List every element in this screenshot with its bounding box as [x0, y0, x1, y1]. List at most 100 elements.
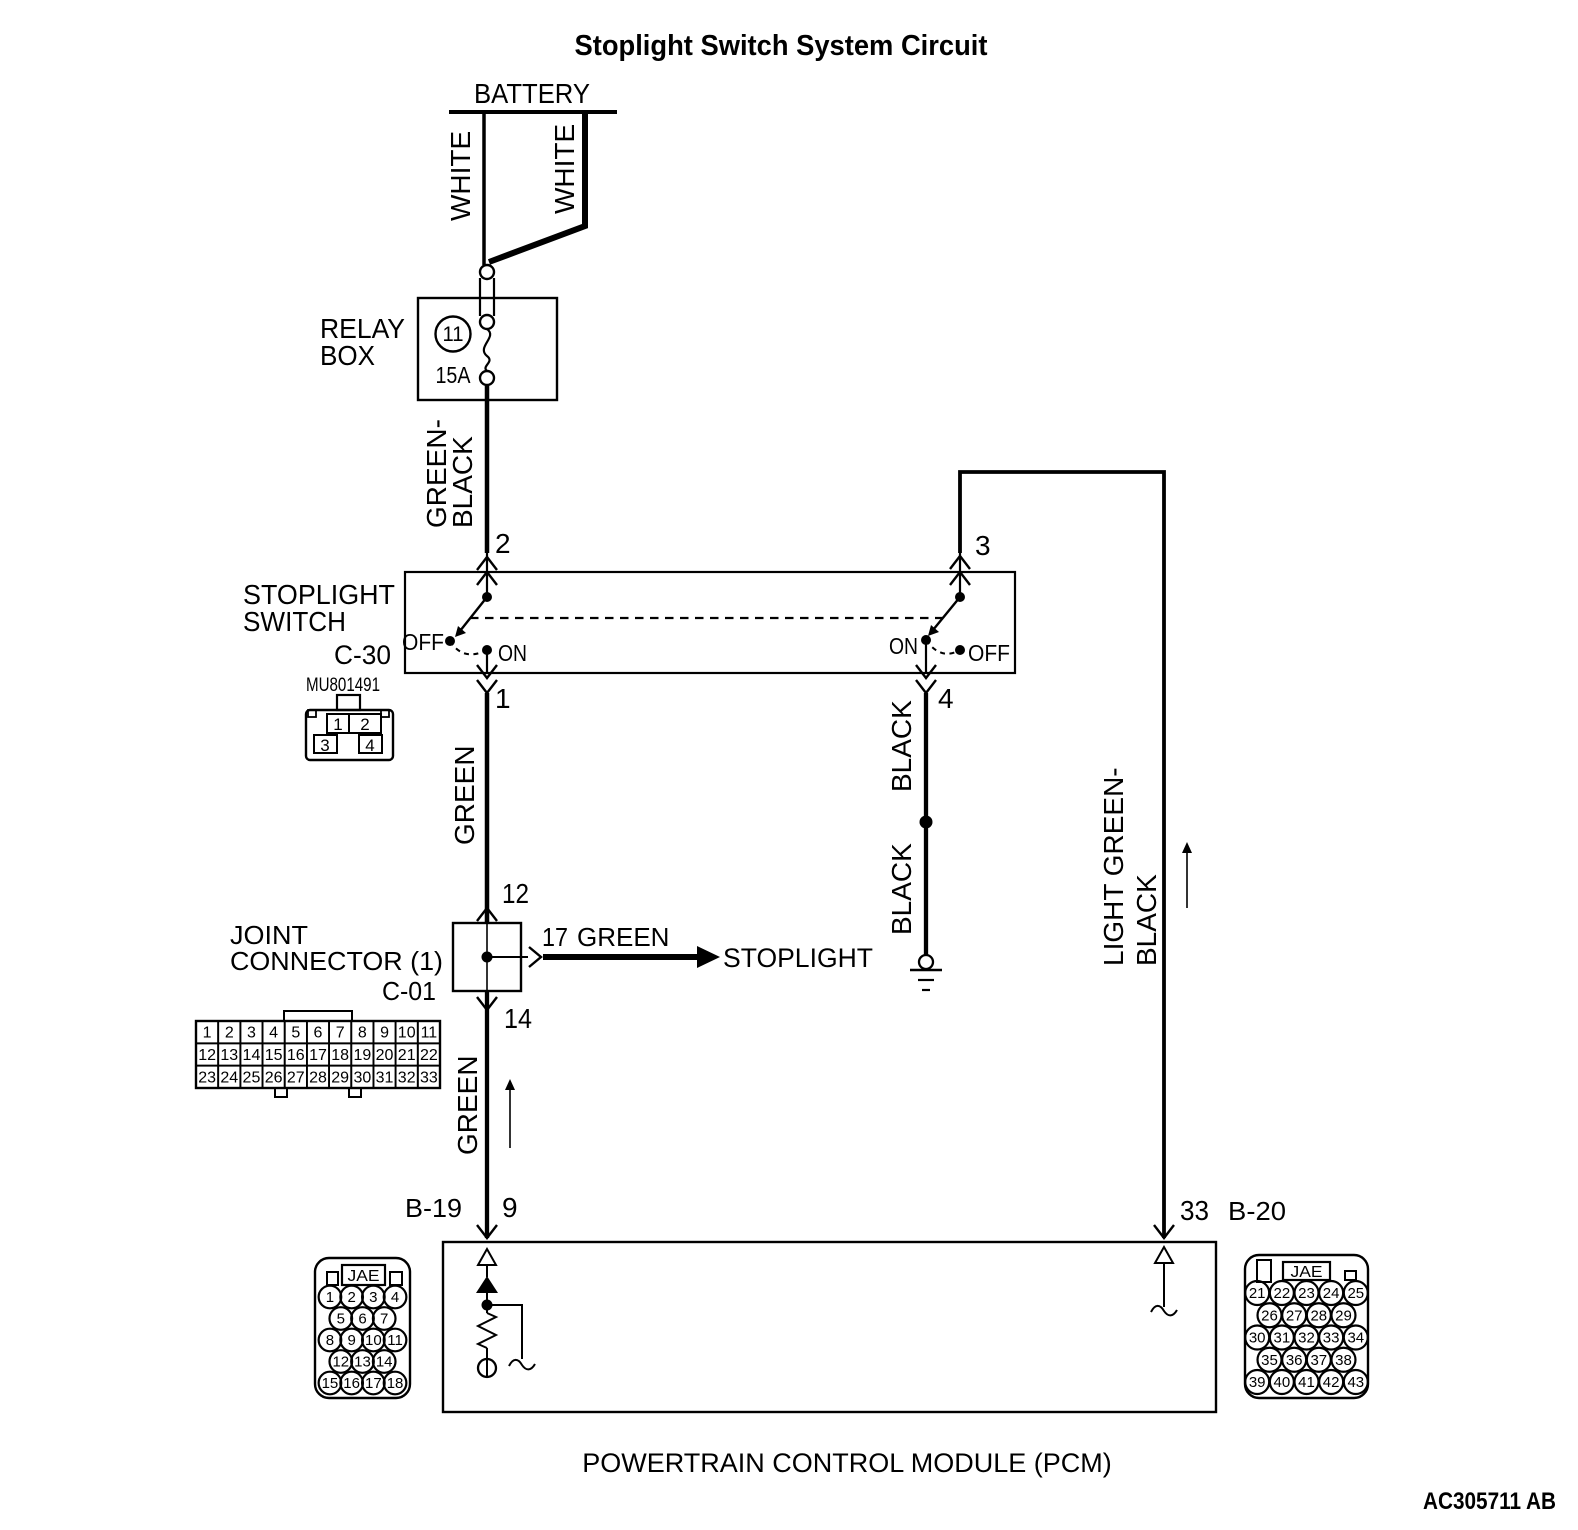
switch-right-arm: [932, 596, 961, 631]
ground-symbol: [910, 953, 942, 992]
green-arrow-head: [505, 1079, 515, 1090]
plug-pin-number: 43: [1347, 1374, 1364, 1391]
fuse-symbol: [478, 263, 496, 387]
pcm-terminal-circle: [476, 1357, 498, 1379]
terminal-4-label: 4: [938, 683, 954, 714]
wire-color-green-lower: GREEN: [452, 1055, 483, 1155]
fuse-number-circle: [434, 315, 472, 353]
plug-pin-number: 17: [365, 1375, 382, 1392]
joint-connector-label-line1: JOINT: [230, 920, 308, 950]
b19-plug-tab-right: [389, 1271, 403, 1286]
fuse-rating: 15A: [436, 362, 472, 388]
c01-grid-top-tab: [283, 1010, 353, 1021]
battery-label: BATTERY: [474, 78, 590, 109]
wire-color-feedback-line2: BLACK: [1131, 874, 1162, 966]
c01-pin-number: 24: [220, 1069, 238, 1086]
stoplight-switch-label-line2: SWITCH: [243, 606, 346, 637]
pcm-branch-line: [487, 1304, 523, 1359]
plug-pin-number: 14: [376, 1354, 393, 1371]
c01-pin-number: 27: [287, 1069, 305, 1086]
wire-color-black-upper: BLACK: [886, 700, 917, 792]
fuse-element-squiggle: [482, 328, 492, 372]
fuse-bottom-terminal: [478, 369, 496, 387]
plug-pin-number: 26: [1261, 1307, 1278, 1324]
c01-pin-number: 7: [336, 1025, 345, 1042]
c01-pin-number: 12: [198, 1047, 216, 1064]
b19-plug-brand: JAE: [348, 1268, 380, 1285]
c30-outline: [304, 708, 395, 762]
c01-pin-number: 33: [420, 1069, 438, 1086]
plug-pin-number: 32: [1298, 1330, 1315, 1347]
c01-grid-bottom-tab-right: [348, 1087, 362, 1098]
feedback-direction-arrow: [1182, 842, 1192, 908]
c01-pin-number: 3: [247, 1025, 256, 1042]
c01-pin-number: 9: [380, 1025, 389, 1042]
switch-left-arm-arrowhead: [455, 626, 466, 637]
wire-color-green-upper: GREEN: [449, 745, 480, 845]
switch-right-arm-arrowhead: [928, 625, 939, 636]
pcm-input-open-triangle: [476, 1246, 498, 1266]
pcm-outline: [441, 1240, 1218, 1414]
c01-pin-number: 30: [353, 1069, 371, 1086]
plug-pin-number: 11: [387, 1332, 403, 1349]
green-wire-direction-arrow: [505, 1079, 515, 1148]
plug-pin-number: 36: [1286, 1352, 1303, 1369]
b20-plug-brand: JAE: [1291, 1264, 1323, 1281]
b20-plug-outline: [1243, 1253, 1370, 1400]
pcm-input-diode-triangle: [476, 1276, 498, 1293]
terminal-12-chevron: [476, 906, 498, 922]
c01-pin-number: 21: [398, 1047, 416, 1064]
c30-pin1: 1: [333, 715, 342, 734]
part-number-mu801491: MU801491: [306, 675, 380, 696]
c30-pin2: 2: [360, 715, 369, 734]
ground-terminal-circle: [917, 953, 935, 971]
pcm-output-open-triangle: [1153, 1244, 1175, 1264]
plug-pin-number: 29: [1335, 1307, 1352, 1324]
relay-box-label-line2: BOX: [320, 340, 375, 371]
c01-pin-number: 4: [269, 1025, 278, 1042]
c01-pin-number: 19: [353, 1047, 371, 1064]
b20-plug-tab-right: [1344, 1270, 1357, 1281]
plug-pin-number: 28: [1310, 1307, 1327, 1324]
switch-right-off-label: OFF: [968, 640, 1010, 666]
fuse-top-terminal: [478, 263, 496, 281]
wire-color-white-right: WHITE: [549, 124, 580, 214]
wire-color-white-left: WHITE: [445, 131, 476, 221]
c01-pin-number: 13: [220, 1047, 238, 1064]
terminal-17-label: 17: [542, 922, 568, 952]
connector-c30-label: C-30: [334, 640, 391, 670]
b19-plug-brand-box: [340, 1263, 387, 1287]
plug-pin-number: 5: [337, 1311, 345, 1328]
wire-color-black-lower: BLACK: [886, 843, 917, 935]
plug-pin-number: 37: [1310, 1352, 1327, 1369]
switch-right-on-label: ON: [889, 633, 918, 659]
plug-pin-circle: [1330, 1302, 1357, 1329]
b19-plug-tab-left: [326, 1271, 339, 1286]
c30-pin2-cell: [348, 713, 382, 734]
b20-plug-tab-left: [1256, 1259, 1272, 1283]
diagram-title: Stoplight Switch System Circuit: [575, 30, 988, 62]
c01-pin-number: 25: [243, 1069, 261, 1086]
terminal-33-chevron: [1153, 1224, 1175, 1240]
black-wire-splice-dot: [919, 815, 933, 829]
c01-pin-number: 14: [243, 1047, 261, 1064]
terminal-3-label: 3: [975, 530, 991, 561]
plug-pin-number: 16: [343, 1375, 360, 1392]
c01-pin-number: 20: [376, 1047, 394, 1064]
feedback-arrow-head: [1182, 842, 1192, 853]
terminal-12-label: 12: [502, 878, 529, 909]
plug-pin-number: 40: [1274, 1374, 1291, 1391]
plug-pin-circle: [371, 1306, 397, 1331]
switch-left-pole: OFF ON: [402, 592, 527, 673]
plug-pin-circle: [1342, 1368, 1369, 1396]
plug-pin-circle: [382, 1370, 408, 1396]
terminal-1-label: 1: [495, 683, 511, 714]
pcm-input-circuit: [475, 1246, 536, 1379]
terminal-9-label: 9: [502, 1192, 518, 1223]
connector-c01-label: C-01: [382, 976, 436, 1006]
plug-pin-number: 27: [1286, 1307, 1303, 1324]
plug-pin-number: 24: [1323, 1285, 1340, 1302]
